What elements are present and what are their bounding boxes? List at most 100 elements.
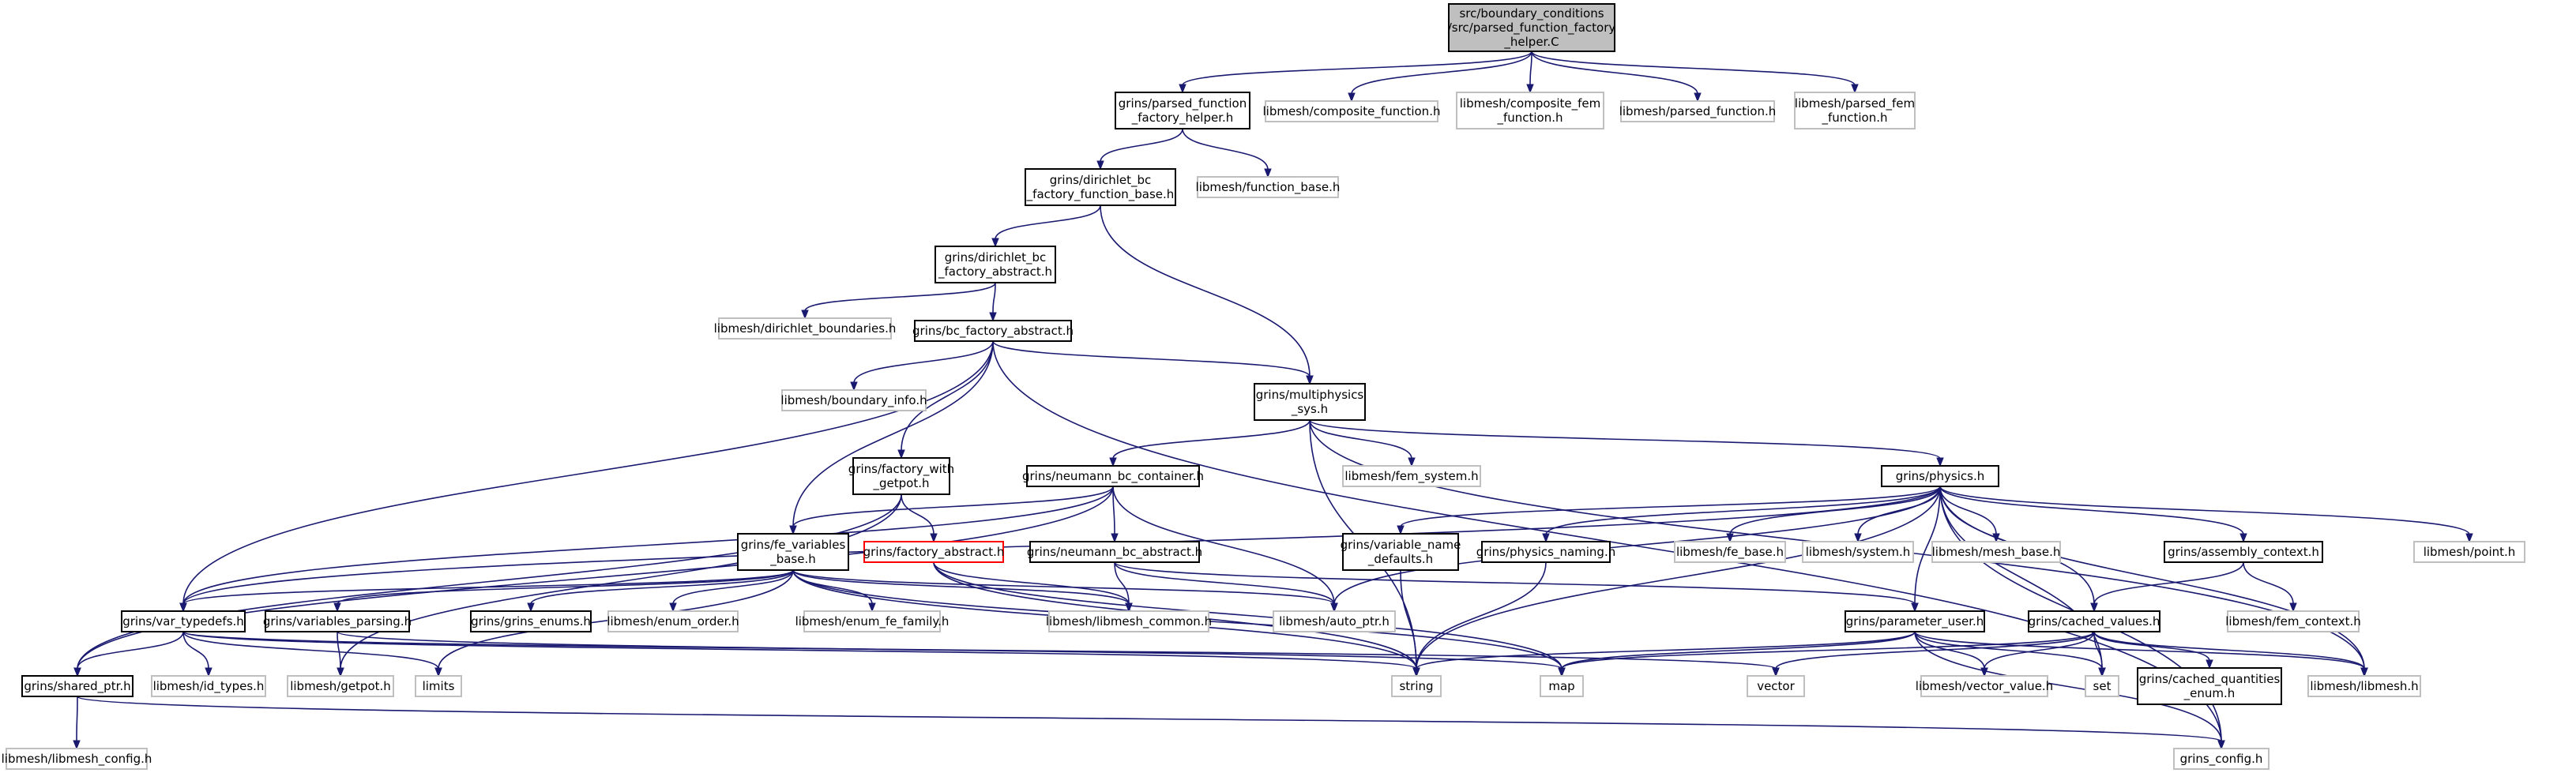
node-limits: limits <box>415 675 462 697</box>
node-febase: libmesh/fe_base.h <box>1674 541 1786 563</box>
node-asmctx[interactable]: grins/assembly_context.h <box>2164 541 2323 563</box>
node-box <box>2173 748 2270 770</box>
edge-vartypedefs-to-limits <box>182 631 442 677</box>
node-box <box>1747 675 1805 697</box>
node-label-line: libmesh/parsed_function.h <box>1619 104 1777 119</box>
node-box <box>21 675 134 697</box>
edge-fevb-to-vartypedefs <box>179 569 794 613</box>
edge-layer <box>73 51 2473 750</box>
node-label-line: grins/parsed_function <box>1119 96 1247 111</box>
node-compfunc: libmesh/composite_function.h <box>1263 100 1441 122</box>
edge-nbcc-to-nbca <box>1111 486 1119 543</box>
node-label-line: grins/dirichlet_bc <box>1050 173 1152 188</box>
node-label-line: grins/factory_abstract.h <box>863 545 1005 560</box>
node-label-line: grins/var_typedefs.h <box>122 614 244 629</box>
node-box <box>1254 383 1366 421</box>
edge-nbcc-to-fevb <box>789 486 1114 535</box>
node-autoptr: libmesh/auto_ptr.h <box>1273 610 1396 632</box>
edge-physics-to-set <box>1939 486 2106 677</box>
node-physics[interactable]: grins/physics.h <box>1881 465 1999 487</box>
edge-varparse-to-getpot <box>337 631 344 677</box>
node-sharedptr[interactable]: grins/shared_ptr.h <box>21 675 134 697</box>
node-varparse[interactable]: grins/variables_parsing.h <box>263 610 412 632</box>
node-label-line: libmesh/composite_function.h <box>1263 104 1441 119</box>
node-box <box>2227 610 2360 632</box>
node-label-line: libmesh/libmesh_config.h <box>2 752 152 767</box>
node-box <box>1802 541 1914 563</box>
node-box <box>1025 168 1176 206</box>
node-label-line: map <box>1548 679 1574 693</box>
node-paramuser[interactable]: grins/parameter_user.h <box>1845 610 1985 632</box>
node-map: map <box>1540 675 1584 697</box>
node-vartypedefs[interactable]: grins/var_typedefs.h <box>121 610 246 632</box>
node-label-line: _function.h <box>1496 111 1563 126</box>
node-physnaming[interactable]: grins/physics_naming.h <box>1476 541 1615 563</box>
node-box <box>6 748 148 770</box>
edge-cachedvals-to-cqenum <box>2093 631 2213 670</box>
node-box <box>1391 675 1442 697</box>
node-label-line: _factory_helper.h <box>1131 111 1234 126</box>
node-nbca[interactable]: grins/neumann_bc_abstract.h <box>1027 541 1202 563</box>
node-label-line: libmesh/boundary_info.h <box>780 393 927 408</box>
node-label-line: libmesh/enum_fe_family.h <box>795 614 950 629</box>
node-label-line: _factory_function_base.h <box>1026 187 1175 202</box>
edge-cachedvals-to-vecvalue <box>1980 631 2095 677</box>
node-enumorder: libmesh/enum_order.h <box>607 610 739 632</box>
node-box <box>1540 675 1584 697</box>
edge-nbca-to-paramuser <box>1114 561 1919 613</box>
node-idtypes: libmesh/id_types.h <box>151 675 266 697</box>
node-box <box>1197 176 1339 198</box>
node-box <box>415 675 462 697</box>
node-label-line: libmesh/getpot.h <box>290 679 391 693</box>
node-label-line: grins/neumann_bc_container.h <box>1022 469 1204 484</box>
node-facabs[interactable]: grins/factory_abstract.h <box>863 541 1005 563</box>
node-box <box>2137 667 2282 705</box>
node-label-line: grins/parameter_user.h <box>1846 614 1984 629</box>
node-varname[interactable]: grins/variable_name_defaults.h <box>1341 533 1461 571</box>
node-label-line: grins/cached_quantities <box>2139 672 2281 687</box>
node-label-line: libmesh/parsed_fem <box>1795 96 1915 111</box>
node-cqenum[interactable]: grins/cached_quantities_enum.h <box>2137 667 2282 705</box>
edge-varparse-to-map <box>337 631 1566 677</box>
node-root[interactable]: src/boundary_conditions/src/parsed_funct… <box>1448 3 1616 52</box>
node-label-line: grins/factory_with <box>848 462 954 477</box>
node-parsedfunc: libmesh/parsed_function.h <box>1619 100 1777 122</box>
node-label-line: libmesh/libmesh_common.h <box>1046 614 1212 629</box>
node-fwg[interactable]: grins/factory_with_getpot.h <box>848 457 954 495</box>
node-label-line: grins/neumann_bc_abstract.h <box>1027 545 1202 560</box>
node-libcommon: libmesh/libmesh_common.h <box>1046 610 1212 632</box>
node-cachedvals[interactable]: grins/cached_values.h <box>2028 610 2160 632</box>
node-label-line: grins/assembly_context.h <box>2168 545 2319 560</box>
node-nbcc[interactable]: grins/neumann_bc_container.h <box>1022 465 1204 487</box>
node-box <box>914 320 1072 342</box>
node-box <box>1931 541 2061 563</box>
node-box <box>1115 92 1250 129</box>
node-grinsenums[interactable]: grins/grins_enums.h <box>470 610 592 632</box>
node-box <box>1456 92 1604 129</box>
edge-physics-to-string <box>1412 486 1941 677</box>
node-bcfa[interactable]: grins/bc_factory_abstract.h <box>912 320 1074 342</box>
node-label-line: grins/variable_name <box>1341 538 1461 553</box>
node-label-line: grins/physics_naming.h <box>1476 545 1615 560</box>
edge-asmctx-to-cachedvals <box>2090 561 2244 613</box>
node-vector: vector <box>1747 675 1805 697</box>
node-label-line: libmesh/fem_context.h <box>2225 614 2361 629</box>
node-box <box>781 389 927 411</box>
node-label-line: grins/grins_enums.h <box>471 614 591 629</box>
node-multisys[interactable]: grins/multiphysics_sys.h <box>1254 383 1366 421</box>
node-label-line: libmesh/vector_value.h <box>1916 679 2053 694</box>
node-box <box>1048 610 1209 632</box>
node-label-line: libmesh/composite_fem <box>1460 96 1601 111</box>
node-label-line: limits <box>423 679 455 693</box>
node-dbcffb[interactable]: grins/dirichlet_bc_factory_function_base… <box>1025 168 1176 206</box>
node-label-line: grins/variables_parsing.h <box>263 614 412 629</box>
node-fevb[interactable]: grins/fe_variables_base.h <box>737 533 849 571</box>
node-box <box>1881 465 1999 487</box>
node-label-line: _enum.h <box>2183 686 2236 701</box>
node-pffh[interactable]: grins/parsed_function_factory_helper.h <box>1115 92 1250 129</box>
node-label-line: _function.h <box>1821 111 1887 126</box>
node-dbcfa[interactable]: grins/dirichlet_bc_factory_abstract.h <box>935 246 1056 283</box>
node-enumfefam: libmesh/enum_fe_family.h <box>795 610 950 632</box>
edge-paramuser-to-string <box>1412 631 1916 677</box>
edge-root-to-compfunc <box>1348 51 1532 103</box>
